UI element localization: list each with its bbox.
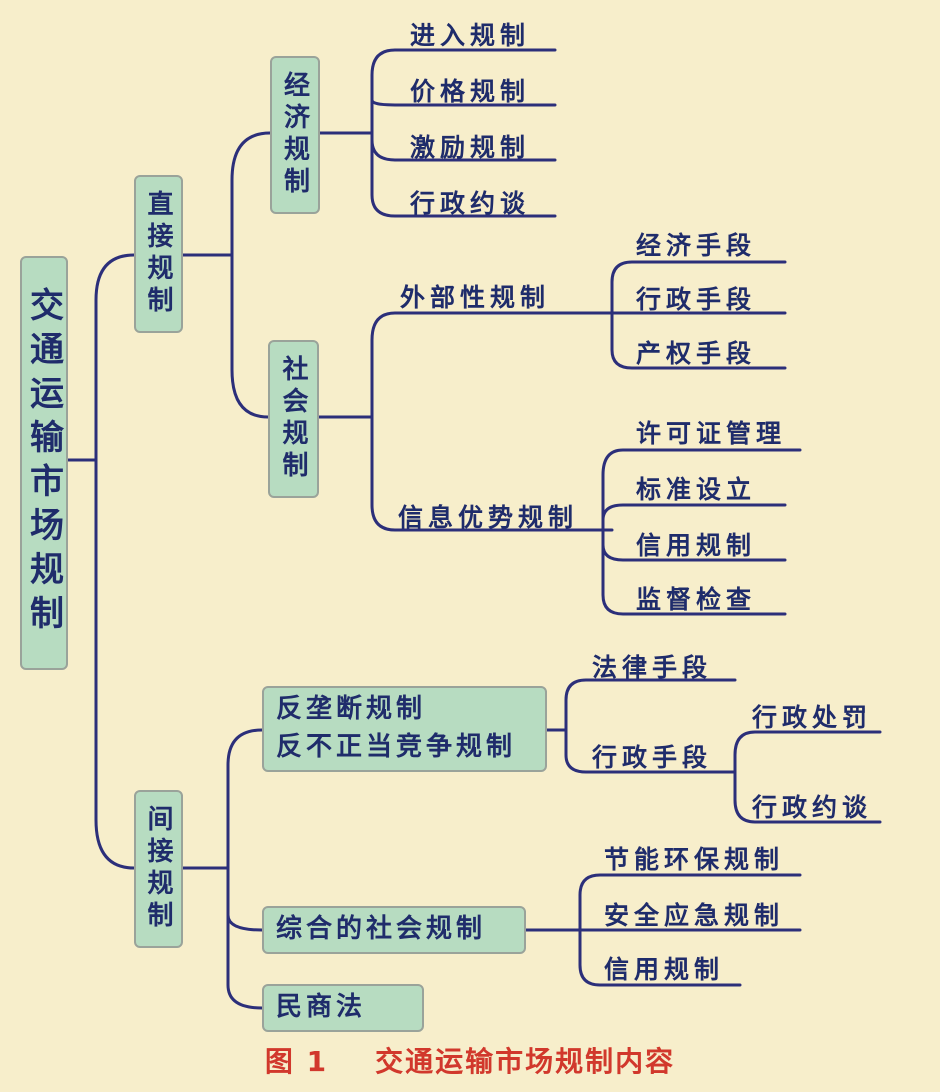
comprehensive-social-regulation-node: 综合的社会规制 [262, 906, 526, 954]
leaf-license-management: 许可证管理 [636, 419, 787, 448]
civil-commercial-law-node: 民商法 [262, 984, 424, 1032]
antitrust-regulation-node: 反垄断规制 反不正当竞争规制 [262, 686, 547, 772]
connector-antitrust-admin [564, 728, 737, 774]
connector-comp-3 [578, 928, 742, 987]
connector-info-2 [601, 503, 787, 532]
leaf-energy-environment: 节能环保规制 [604, 845, 785, 874]
leaf-standard-setting: 标准设立 [636, 475, 757, 504]
connector-admin-2 [733, 770, 882, 824]
leaf-supervision-inspection: 监督检查 [636, 585, 757, 614]
connector-root-direct [94, 253, 136, 462]
connector-ext-1 [610, 260, 787, 315]
connector-info-1 [601, 448, 802, 532]
leaf-economic-means: 经济手段 [636, 231, 757, 260]
root-node: 交通运输市场规制 [20, 256, 68, 670]
leaf-administrative-means-indirect: 行政手段 [592, 743, 713, 772]
connector-admin-1 [733, 730, 882, 774]
leaf-entry-regulation: 进入规制 [410, 21, 531, 50]
connector-social-externality [370, 311, 614, 419]
leaf-admin-interview: 行政约谈 [410, 189, 531, 218]
connector-social-information [370, 415, 614, 532]
leaf-admin-interview-indirect: 行政约谈 [752, 793, 873, 822]
externality-regulation-label: 外部性规制 [400, 283, 551, 312]
direct-regulation-node: 直接规制 [134, 175, 183, 333]
connector-info-4 [601, 528, 787, 616]
leaf-credit-regulation: 信用规制 [636, 531, 757, 560]
leaf-safety-emergency: 安全应急规制 [604, 901, 785, 930]
figure-caption: 图 1 交通运输市场规制内容 [264, 1045, 676, 1078]
leaf-credit-regulation-indirect: 信用规制 [604, 955, 725, 984]
connector-root-indirect [94, 458, 136, 870]
leaf-administrative-means: 行政手段 [636, 285, 757, 314]
connector-indirect-civil [226, 866, 264, 1010]
connector-econ-1 [370, 48, 557, 135]
connector-ext-3 [610, 311, 787, 370]
information-advantage-label: 信息优势规制 [398, 503, 579, 532]
connector-econ-4 [370, 131, 557, 218]
economic-regulation-node: 经济规制 [270, 56, 320, 214]
leaf-price-regulation: 价格规制 [410, 77, 531, 106]
connector-antitrust-legal [564, 678, 737, 732]
connector-indirect-antitrust [226, 728, 264, 870]
connector-direct-economic [230, 131, 272, 257]
leaf-legal-means: 法律手段 [592, 653, 713, 682]
connector-indirect-comprehensive [226, 866, 264, 932]
leaf-incentive-regulation: 激励规制 [410, 133, 531, 162]
connector-econ-2 [370, 99, 557, 135]
social-regulation-node: 社会规制 [268, 340, 319, 498]
connector-direct-social [230, 253, 270, 419]
leaf-admin-penalty: 行政处罚 [752, 703, 873, 732]
connector-comp-1 [578, 873, 802, 932]
leaf-property-rights-means: 产权手段 [636, 339, 757, 368]
indirect-regulation-node: 间接规制 [134, 790, 183, 948]
